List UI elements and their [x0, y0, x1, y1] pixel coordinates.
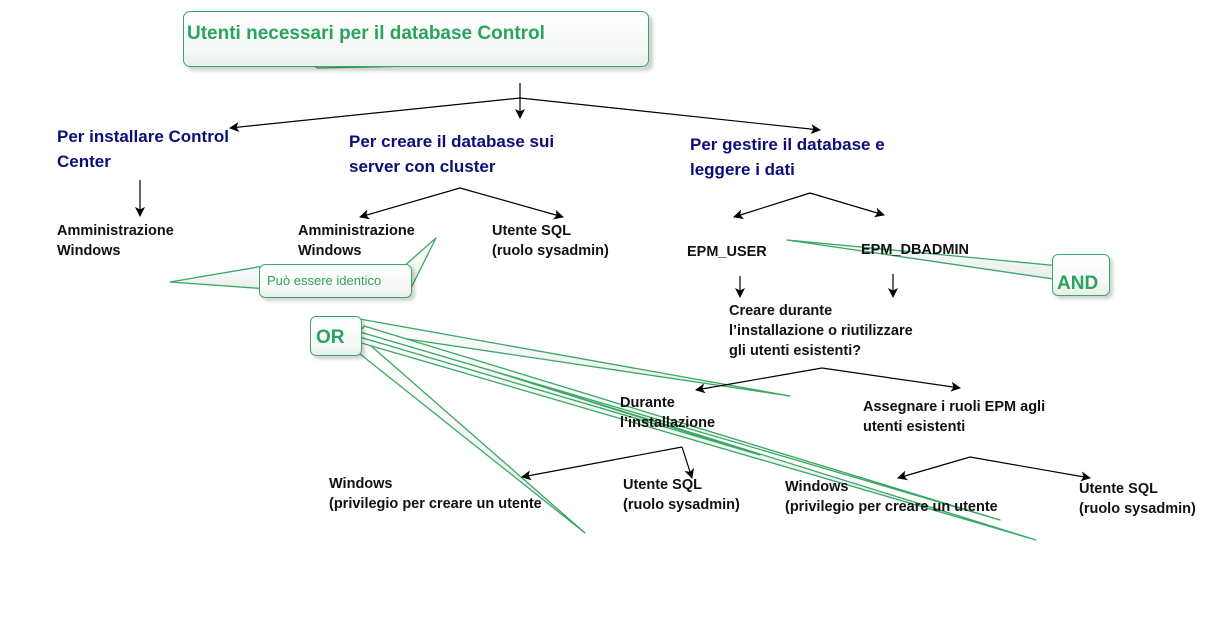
title-callout: Utenti necessari per il database Control [183, 11, 649, 67]
branch-install: Per installare Control Center [57, 127, 229, 171]
diagram-title: Utenti necessari per il database Control [187, 23, 545, 44]
node-epm-dbadmin: EPM_DBADMIN [861, 242, 969, 258]
or-pointer-wedge-5 [359, 325, 1001, 521]
node-windows-priv-2: Windows (privilegio per creare un utente [785, 479, 998, 515]
or-callout: OR [310, 316, 362, 356]
same-note-text: Può essere identico [267, 273, 382, 288]
node-windows-priv-1: Windows (privilegio per creare un utente [329, 476, 542, 512]
node-admin-windows-1: Amministrazione Windows [57, 223, 174, 259]
tree-connectors [135, 83, 1091, 482]
node-sql-sysadmin-1: Utente SQL (ruolo sysadmin) [492, 223, 609, 259]
and-callout: AND [1052, 254, 1110, 296]
branch-manage-db: Per gestire il database e leggere i dati [690, 135, 885, 179]
and-label: AND [1057, 273, 1099, 294]
or-label: OR [316, 327, 345, 348]
node-during-install: Durante l’installazione [620, 395, 716, 431]
node-sql-sysadmin-2: Utente SQL (ruolo sysadmin) [623, 477, 740, 513]
node-admin-windows-2: Amministrazione Windows [298, 223, 415, 259]
branch-create-db: Per creare il database sui server con cl… [349, 132, 555, 176]
node-assign-roles: Assegnare i ruoli EPM agli utenti esiste… [863, 399, 1046, 435]
node-create-or-reuse: Creare durante l’installazione o riutili… [729, 303, 913, 359]
same-note-callout: Può essere identico [259, 264, 412, 298]
node-sql-sysadmin-3: Utente SQL (ruolo sysadmin) [1079, 481, 1196, 517]
callout-pointers [169, 61, 1061, 541]
node-epm-user: EPM_USER [687, 244, 767, 260]
